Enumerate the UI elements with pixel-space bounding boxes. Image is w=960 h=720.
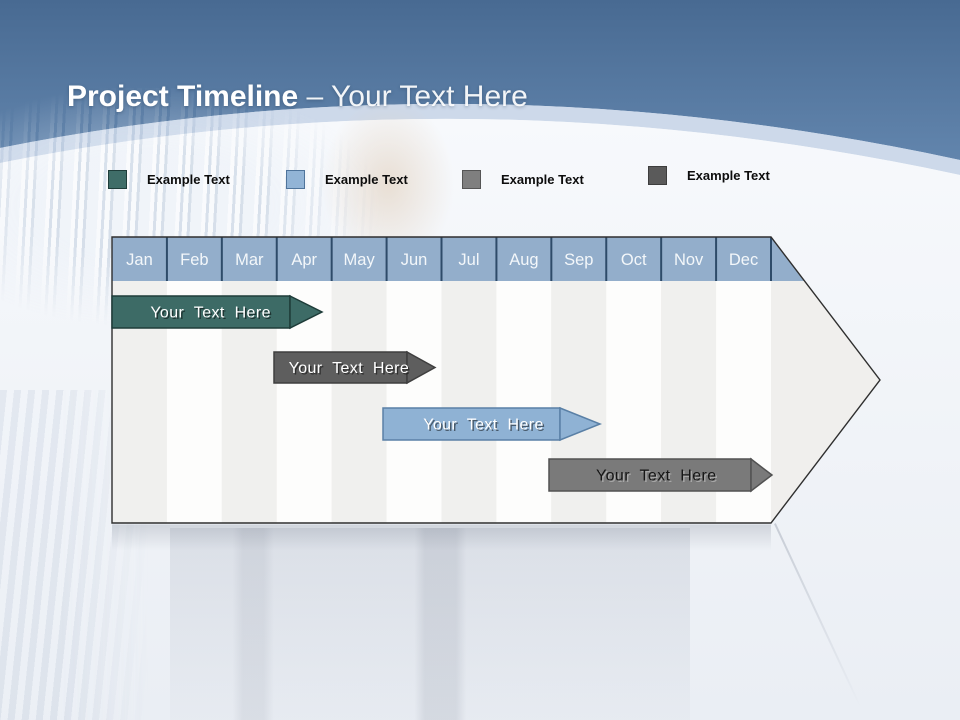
- month-header-cell[interactable]: [716, 237, 771, 281]
- timeline-column-stripe: [331, 281, 387, 523]
- month-label[interactable]: Sep: [564, 251, 593, 269]
- legend-label: Example Text: [687, 168, 770, 183]
- legend-label: Example Text: [147, 172, 230, 187]
- legend-swatch: [108, 170, 127, 189]
- title-light: – Your Text Here: [306, 80, 528, 114]
- month-label[interactable]: Jul: [458, 251, 479, 269]
- timeline-outline: [111, 236, 881, 524]
- legend-item-3[interactable]: Example Text: [462, 170, 584, 189]
- timeline-bar-label-shadow: Your Text Here: [152, 306, 273, 323]
- timeline-bar-arrow-tip: [406, 350, 437, 385]
- month-label[interactable]: Feb: [180, 251, 208, 269]
- slide-title[interactable]: Project Timeline – Your Text Here: [67, 80, 528, 114]
- month-header-cell[interactable]: [496, 237, 552, 281]
- month-label[interactable]: Dec: [729, 251, 758, 269]
- month-header-cell[interactable]: [551, 237, 607, 281]
- timeline-bar-label: Your Text Here: [596, 468, 717, 485]
- month-label[interactable]: May: [344, 251, 376, 269]
- month-label[interactable]: Apr: [291, 251, 317, 269]
- timeline-bar-arrow-tip: [289, 294, 324, 330]
- legend-item-2[interactable]: Example Text: [286, 170, 408, 189]
- legend-swatch: [648, 166, 667, 185]
- legend-swatch: [286, 170, 305, 189]
- month-header-cell[interactable]: [221, 237, 277, 281]
- wave-band: [0, 103, 960, 175]
- wave-blue-area: [0, 0, 960, 160]
- month-header-cell[interactable]: [112, 237, 167, 281]
- month-label[interactable]: Aug: [509, 251, 538, 269]
- timeline-column-stripe: [496, 281, 552, 523]
- legend-item-4[interactable]: Example Text: [648, 166, 770, 185]
- title-strong: Project Timeline: [67, 80, 299, 114]
- legend-item-1[interactable]: Example Text: [108, 170, 230, 189]
- timeline-column-stripe: [441, 281, 497, 523]
- month-label[interactable]: Oct: [621, 251, 647, 269]
- month-label[interactable]: Nov: [674, 251, 704, 269]
- timeline-bar-label: Your Text Here: [150, 305, 271, 322]
- timeline-bar-label: Your Text Here: [423, 417, 544, 434]
- timeline-bar-arrow-tip: [750, 457, 774, 493]
- timeline-reflection: [112, 524, 771, 551]
- legend-label: Example Text: [325, 172, 408, 187]
- timeline-bar-label-shadow: Your Text Here: [290, 362, 411, 379]
- timeline-bar-shape: [382, 407, 561, 441]
- legend-label: Example Text: [501, 172, 584, 187]
- month-header-cell[interactable]: [661, 237, 717, 281]
- month-header-cell[interactable]: [166, 237, 222, 281]
- timeline-bar-label-shadow: Your Text Here: [598, 469, 719, 486]
- month-header-cell[interactable]: [606, 237, 662, 281]
- month-label[interactable]: Mar: [235, 251, 264, 269]
- timeline-bar-label-shadow: Your Text Here: [425, 418, 546, 435]
- timeline-bar-arrow-tip: [559, 406, 603, 442]
- month-label[interactable]: Jan: [126, 251, 153, 269]
- legend-swatch: [462, 170, 481, 189]
- month-label[interactable]: Jun: [401, 251, 428, 269]
- timeline-column-stripe: [386, 281, 442, 523]
- timeline-bar-label: Your Text Here: [289, 360, 410, 377]
